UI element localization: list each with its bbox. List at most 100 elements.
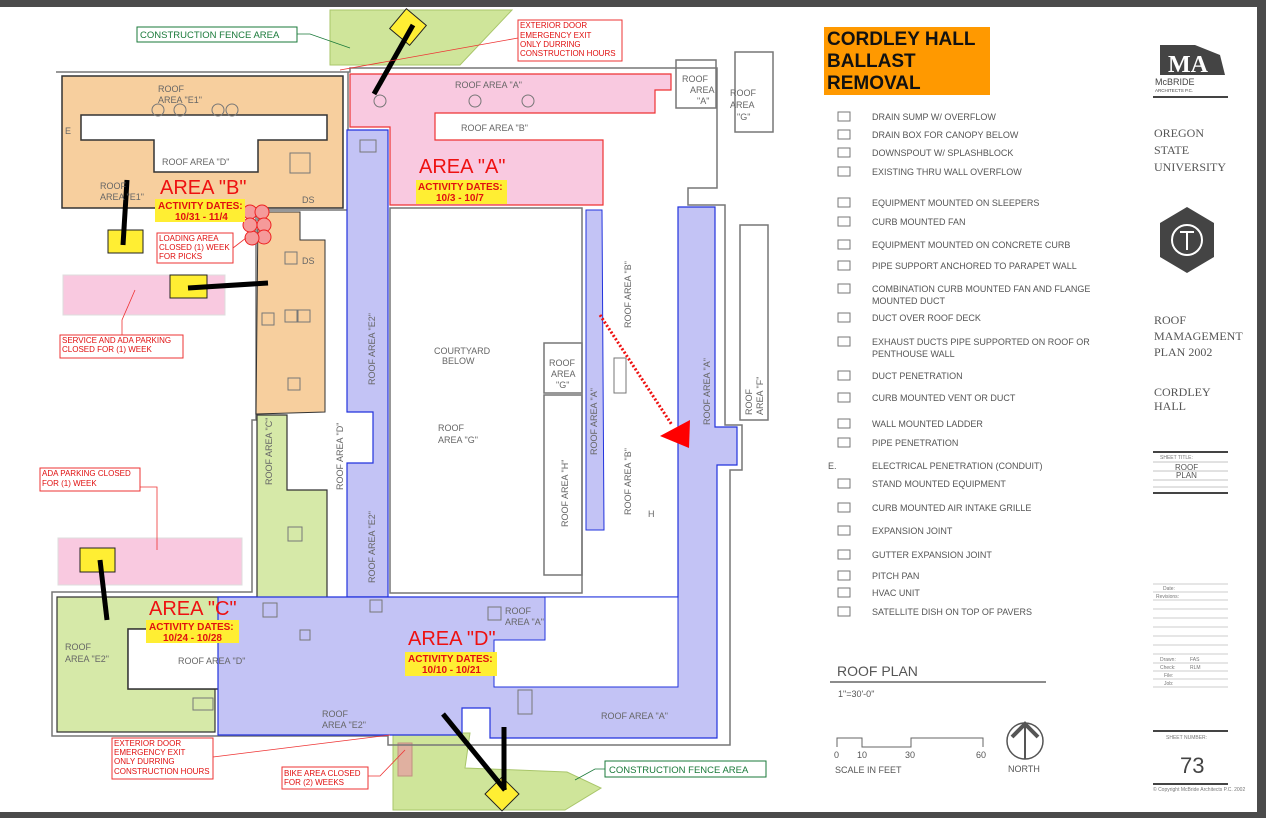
- text-label: FOR (2) WEEKS: [284, 778, 344, 787]
- text-label: MAMAGEMENT: [1154, 329, 1243, 343]
- text-label: PLAN: [1176, 471, 1197, 480]
- text-label: Drawn:: [1160, 657, 1176, 663]
- label: "A": [697, 96, 709, 106]
- concrete-curb-icon: [837, 239, 851, 250]
- legend-label: EQUIPMENT MOUNTED ON SLEEPERS: [872, 198, 1039, 208]
- legend-item: PIPE PENETRATION: [837, 437, 958, 448]
- legend-label: WALL MOUNTED LADDER: [872, 419, 983, 429]
- text-label: MA: [1168, 52, 1209, 78]
- legend-item: CURB MOUNTED AIR INTAKE GRILLE: [837, 502, 1031, 513]
- route-arrow-head: [660, 420, 690, 448]
- area-d-callout: AREA "D" ACTIVITY DATES: 10/10 - 10/21: [405, 628, 497, 676]
- legend-item: E. ELECTRICAL PENETRATION (CONDUIT): [828, 461, 1043, 471]
- text-label: OREGON: [1154, 126, 1204, 140]
- area-d-e2-strip: [346, 129, 389, 598]
- electrical-icon: E.: [828, 461, 837, 471]
- fence-note-bottom: CONSTRUCTION FENCE AREA: [604, 760, 767, 778]
- label: ROOF AREA "A": [589, 388, 599, 455]
- right-border: [1257, 0, 1266, 818]
- text-label: © Copyright McBride Architects P.C. 2002: [1153, 786, 1245, 793]
- scale-tick: 60: [976, 750, 986, 760]
- loading-cloud: [242, 204, 272, 246]
- legend-item: CURB MOUNTED VENT OR DUCT: [837, 392, 1016, 403]
- label: COURTYARD: [434, 346, 491, 356]
- text-label: EXTERIOR DOOR: [520, 21, 587, 30]
- legend-item: EQUIPMENT MOUNTED ON CONCRETE CURB: [837, 239, 1070, 250]
- roof-area-labels: ROOF AREA "E1" ROOF AREA "E1" ROOF AREA …: [65, 74, 765, 730]
- legend-label: DRAIN SUMP W/ OVERFLOW: [872, 112, 996, 122]
- duct-icon: [837, 312, 851, 323]
- label: AREA "E2": [65, 654, 109, 664]
- legend-label: EXISTING THRU WALL OVERFLOW: [872, 167, 1022, 177]
- legend-item: DRAIN SUMP W/ OVERFLOW: [837, 111, 996, 122]
- text-label: EMERGENCY EXIT: [520, 31, 592, 40]
- area-a-callout: AREA "A" ACTIVITY DATES: 10/3 - 10/7: [416, 156, 507, 204]
- text-label: Job:: [1164, 681, 1173, 687]
- area-b-lower: [255, 211, 326, 415]
- note-text: CONSTRUCTION FENCE AREA: [609, 765, 749, 776]
- activity-label: ACTIVITY DATES:: [418, 182, 503, 193]
- label: ROOF: [158, 84, 185, 94]
- label: ROOF AREA "D": [162, 157, 229, 167]
- pitch-pan-icon: [837, 570, 851, 581]
- label: ROOF AREA "C": [264, 418, 274, 485]
- satellite-icon: [837, 606, 851, 617]
- legend-label: DUCT PENETRATION: [872, 371, 963, 381]
- label: AREA "E1": [100, 192, 144, 202]
- text-label: FOR (1) WEEK: [42, 479, 97, 488]
- legend-label: CURB MOUNTED FAN: [872, 217, 966, 227]
- legend-item: HVAC UNIT: [837, 587, 920, 598]
- label: AREA: [690, 85, 715, 95]
- text-label: ROOF: [1154, 313, 1186, 327]
- label: E: [65, 126, 71, 136]
- svg-text:E.: E.: [828, 461, 837, 471]
- label: ROOF: [322, 709, 349, 719]
- legend-item: EXHAUST DUCTS PIPE SUPPORTED ON ROOF ORP…: [837, 336, 1090, 359]
- label: ROOF: [65, 642, 92, 652]
- construction-fence-bottom: [392, 732, 603, 811]
- roof-area-h: [543, 394, 583, 576]
- legend-item: EQUIPMENT MOUNTED ON SLEEPERS: [837, 197, 1039, 208]
- text-label: UNIVERSITY: [1154, 160, 1226, 174]
- revision-block: [1153, 583, 1228, 688]
- label: ROOF AREA "A": [702, 358, 712, 425]
- label: ROOF: [549, 358, 576, 368]
- legend-item: EXPANSION JOINT: [837, 525, 953, 536]
- construction-fence-top: [329, 9, 514, 66]
- activity-label: ACTIVITY DATES:: [158, 201, 243, 212]
- activity-dates: 10/24 - 10/28: [163, 633, 222, 644]
- legend-label: CURB MOUNTED AIR INTAKE GRILLE: [872, 503, 1031, 513]
- legend-label: HVAC UNIT: [872, 588, 920, 598]
- legend-label: DRAIN BOX FOR CANOPY BELOW: [872, 130, 1019, 140]
- plan-title-block: ROOF PLAN 1"=30'-0" 0 10 30 60 SCALE IN …: [830, 663, 1046, 775]
- legend-item: PIPE SUPPORT ANCHORED TO PARAPET WALL: [837, 260, 1077, 271]
- activity-dates: 10/3 - 10/7: [436, 193, 484, 204]
- service-parking-note: SERVICE AND ADA PARKING CLOSED FOR (1) W…: [59, 334, 184, 359]
- area-a: [349, 73, 672, 206]
- legend-label: PITCH PAN: [872, 571, 919, 581]
- note-text: CONSTRUCTION FENCE AREA: [140, 30, 280, 41]
- text-label: EMERGENCY EXIT: [114, 748, 186, 757]
- sheet-number: 73: [1180, 753, 1204, 778]
- roof-equipment: [151, 94, 535, 715]
- text-label: SHEET TITLE:: [1160, 455, 1193, 461]
- roof-area-f: [739, 224, 769, 421]
- legend-label: DUCT OVER ROOF DECK: [872, 313, 981, 323]
- legend-label: SATELLITE DISH ON TOP OF PAVERS: [872, 607, 1032, 617]
- fence-note-top: CONSTRUCTION FENCE AREA: [136, 26, 298, 43]
- legend-item: DRAIN BOX FOR CANOPY BELOW: [837, 129, 1019, 140]
- label: ROOF AREA "D": [335, 423, 345, 490]
- air-intake-icon: [837, 502, 851, 513]
- text-label: BIKE AREA CLOSED: [284, 769, 361, 778]
- text-label: Check:: [1160, 665, 1176, 671]
- label: ROOF: [505, 606, 532, 616]
- label: AREA "F": [755, 377, 765, 415]
- legend-label: ELECTRICAL PENETRATION (CONDUIT): [872, 461, 1043, 471]
- legend: DRAIN SUMP W/ OVERFLOW DRAIN BOX FOR CANO…: [828, 111, 1090, 617]
- label: ROOF AREA "D": [178, 656, 245, 666]
- label: "G": [556, 380, 569, 390]
- label: ROOF: [682, 74, 709, 84]
- legend-label: EXPANSION JOINT: [872, 526, 953, 536]
- label: ROOF: [438, 423, 465, 433]
- pipe-support-icon: [837, 260, 851, 271]
